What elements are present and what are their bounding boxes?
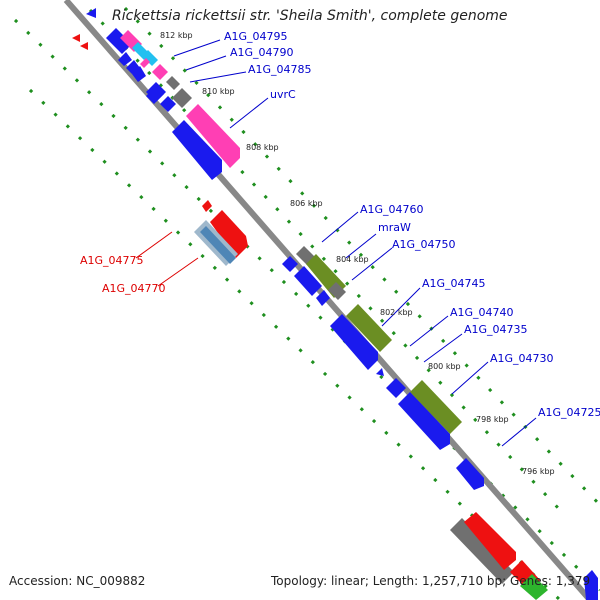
gene-arrow-forward-g xyxy=(294,266,322,296)
gene-arrow-small-a xyxy=(118,52,132,66)
tick-label-810: 810 kbp xyxy=(202,87,235,96)
gene-arrow-forward-h xyxy=(316,290,330,306)
tick-label-812: 812 kbp xyxy=(160,31,193,40)
label-A1G_04745[interactable]: A1G_04745 xyxy=(422,277,486,290)
pseudo-block-2 xyxy=(172,88,192,108)
gene-arrow-forward-large-1 xyxy=(172,120,222,180)
label-A1G_04760[interactable]: A1G_04760 xyxy=(360,203,424,216)
label-A1G_04740[interactable]: A1G_04740 xyxy=(450,306,514,319)
gene-arrow-A1G_04760 xyxy=(282,256,298,272)
tick-label-808: 808 kbp xyxy=(246,143,279,152)
gene-arrow-A1G_04795 xyxy=(106,28,132,54)
leader-lines-red xyxy=(135,231,199,287)
gene-arrow-small-d xyxy=(160,96,176,112)
tick-label-796: 796 kbp xyxy=(522,467,555,476)
label-A1G_04735[interactable]: A1G_04735 xyxy=(464,323,528,336)
gene-arrow-small-c xyxy=(132,66,146,82)
tick-label-802: 802 kbp xyxy=(380,308,413,317)
label-A1G_04770[interactable]: A1G_04770 xyxy=(102,282,166,295)
pseudo-block-4 xyxy=(328,282,346,300)
label-A1G_04775[interactable]: A1G_04775 xyxy=(80,254,144,267)
trna-block-A1G_04735 xyxy=(410,380,462,434)
tick-label-798: 798 kbp xyxy=(476,415,509,424)
gene-arrow-A1G_04725 xyxy=(456,458,484,490)
trna-block-A1G_04750 xyxy=(346,304,392,352)
label-A1G_04785[interactable]: A1G_04785 xyxy=(248,63,312,76)
gene-arrow-forward-small-f xyxy=(146,86,164,104)
gene-arrow-A1G_04770-shade xyxy=(200,226,236,264)
reverse-gene-small-3 xyxy=(202,200,212,212)
reverse-gene-bottom-1 xyxy=(464,512,516,570)
gene-arrow-small-e xyxy=(140,58,150,68)
tick-label-806: 806 kbp xyxy=(290,199,323,208)
dotted-guide-inner-left xyxy=(13,18,600,592)
gene-arrow-small-i xyxy=(376,368,384,376)
pseudo-block-1 xyxy=(166,76,180,90)
gene-arrow-top-tip xyxy=(86,8,96,18)
gene-arrow-A1G_04740 xyxy=(386,378,406,398)
label-A1G_04725[interactable]: A1G_04725 xyxy=(538,406,600,419)
rrna-block-cyan-2 xyxy=(142,50,158,66)
tick-label-804: 804 kbp xyxy=(336,255,369,264)
label-A1G_04790[interactable]: A1G_04790 xyxy=(230,46,294,59)
topology-text: Topology: linear; Length: 1,257,710 bp; … xyxy=(271,574,591,588)
reverse-gene-small-1 xyxy=(72,34,80,42)
gene-arrow-A1G_04730 xyxy=(398,392,450,450)
rrna-block-2 xyxy=(152,64,168,80)
reverse-gene-small-2 xyxy=(80,42,88,50)
gene-arrow-bottom-green xyxy=(520,574,548,600)
gene-arrow-A1G_04775 xyxy=(210,210,248,258)
dotted-guide-inner-top xyxy=(88,8,562,512)
genome-title: Rickettsia rickettsii str. 'Sheila Smith… xyxy=(112,8,508,24)
label-mraW[interactable]: mraW xyxy=(378,221,411,234)
dotted-guide-outer-left xyxy=(28,88,562,600)
label-A1G_04730[interactable]: A1G_04730 xyxy=(490,352,554,365)
accession-text: Accession: NC_009882 xyxy=(9,574,146,588)
gene-arrow-uvrC xyxy=(186,104,240,168)
label-uvrC[interactable]: uvrC xyxy=(270,88,296,101)
pseudo-block-5 xyxy=(450,518,514,584)
label-A1G_04795[interactable]: A1G_04795 xyxy=(224,30,288,43)
label-A1G_04750[interactable]: A1G_04750 xyxy=(392,238,456,251)
gene-arrow-bottom-blue xyxy=(584,570,598,600)
gene-arrow-A1G_04745 xyxy=(330,314,378,370)
tick-label-800: 800 kbp xyxy=(428,362,461,371)
leader-lines xyxy=(173,39,537,447)
